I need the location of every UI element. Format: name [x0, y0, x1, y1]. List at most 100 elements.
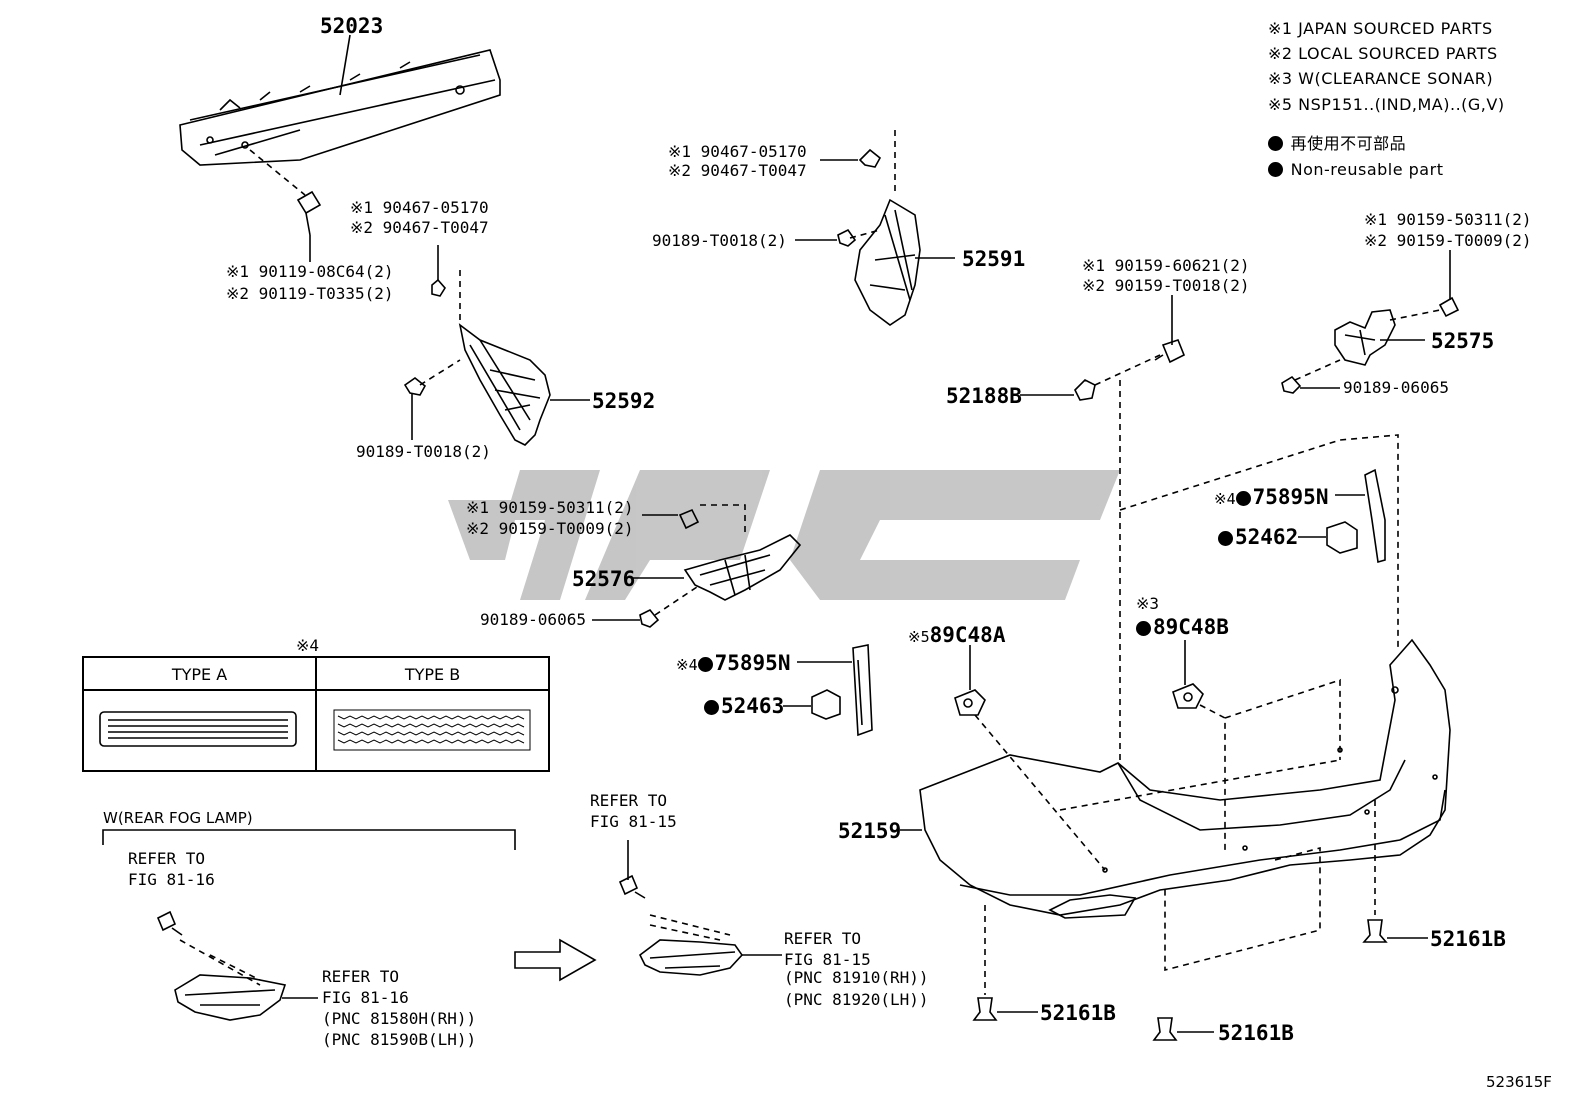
- fog-refer4-line2: FIG 81-15: [784, 950, 871, 969]
- fog-refer2-line1: REFER TO: [322, 967, 400, 986]
- label-89c48a: ※589C48A: [908, 623, 1005, 649]
- legend-nonreusable-jp-text: 再使用不可部品: [1290, 134, 1407, 153]
- fog-refer2-line3: (PNC 81580H(RH)): [322, 1009, 477, 1028]
- label-nut-r: 90189-T0018(2): [652, 231, 787, 250]
- fog-header: W(REAR FOG LAMP): [103, 809, 253, 827]
- label-89c48b: 89C48B: [1136, 615, 1229, 639]
- label-52161b-b: 52161B: [1040, 1001, 1116, 1025]
- leader-screw-r: [1389, 309, 1441, 321]
- label-52161b-c: 52161B: [1218, 1021, 1294, 1045]
- nonreusable-dot-icon: [704, 700, 719, 715]
- label-52462-code: 52462: [1235, 525, 1299, 549]
- label-52463: 52463: [704, 694, 784, 718]
- label-89c48a-note: ※5: [908, 628, 930, 646]
- note-nsp151: ※5 NSP151..(IND,MA)..(G,V): [1268, 95, 1505, 114]
- label-89c48b-code: 89C48B: [1153, 615, 1229, 639]
- label-bolt-a1: ※1 90119-08C64(2): [226, 262, 394, 281]
- label-bolt-a2: ※2 90119-T0335(2): [226, 284, 394, 303]
- label-89c48b-note: ※3: [1136, 594, 1160, 613]
- type-a-header: TYPE A: [84, 658, 315, 691]
- label-screw-r1: ※1 90159-50311(2): [1364, 210, 1532, 229]
- label-52161b-a: 52161B: [1430, 927, 1506, 951]
- screw-m-icon: [678, 508, 700, 530]
- label-75895n-left-code: 75895N: [714, 651, 791, 675]
- screw-r-icon: [1438, 296, 1460, 318]
- note-clearance-sonar: ※3 W(CLEARANCE SONAR): [1268, 69, 1494, 88]
- label-52591: 52591: [962, 247, 1026, 271]
- fog-refer1-line1: REFER TO: [128, 849, 206, 868]
- pad-52463-icon: [811, 689, 841, 720]
- reflector-right-icon: [1364, 468, 1386, 564]
- label-clip-l2: ※2 90467-T0047: [350, 218, 489, 237]
- label-nut-m: 90189-06065: [480, 610, 586, 629]
- fog-bolt-l-icon: [156, 910, 183, 936]
- label-75895n-right-note: ※4: [1214, 490, 1236, 508]
- nonreusable-dot-icon: [1235, 491, 1251, 506]
- type-a-louver: [99, 711, 297, 747]
- sonar-b-icon: [1172, 683, 1204, 709]
- leader-sonar-a: [974, 714, 1106, 871]
- type-b-mesh: [333, 709, 531, 751]
- leader-nut-r: [849, 229, 881, 239]
- type-table-divider: [315, 658, 317, 770]
- reflector-left-icon: [852, 644, 873, 737]
- sonar-a-icon: [954, 689, 986, 716]
- arrow-right-icon: [514, 938, 597, 982]
- label-clip-l1: ※1 90467-05170: [350, 198, 489, 217]
- legend-nonreusable-en: Non-reusable part: [1268, 157, 1443, 182]
- bracket-52576: [683, 534, 802, 601]
- legend-nonreusable-en-text: Non-reusable part: [1290, 160, 1444, 179]
- label-52576: 52576: [572, 567, 636, 591]
- fog-lamp-l-icon: [174, 974, 287, 1021]
- label-52023: 52023: [320, 14, 384, 38]
- label-52575: 52575: [1431, 329, 1495, 353]
- label-75895n-left-note: ※4: [676, 656, 698, 674]
- bracket-52591: [854, 198, 921, 326]
- label-screw-c1: ※1 90159-60621(2): [1082, 256, 1250, 275]
- fog-bolt-r-icon: [618, 874, 646, 899]
- nut-m-icon: [639, 608, 660, 628]
- fog-refer2-line4: (PNC 81590B(LH)): [322, 1030, 477, 1049]
- reinforcement-52023: [179, 34, 501, 166]
- label-clip-r1: ※1 90467-05170: [668, 142, 807, 161]
- clip-52161b-icon: [972, 919, 1388, 1041]
- label-52463-code: 52463: [721, 694, 785, 718]
- legend-nonreusable-jp: 再使用不可部品: [1268, 131, 1406, 156]
- nut-l-icon: [403, 377, 427, 396]
- retainer-52188b-icon: [1074, 379, 1096, 401]
- type-table-marker: ※4: [296, 636, 320, 655]
- label-nut-b: 90189-06065: [1343, 378, 1449, 397]
- label-52462: 52462: [1218, 525, 1298, 549]
- note-japan-sourced: ※1 JAPAN SOURCED PARTS: [1268, 19, 1493, 38]
- label-52592: 52592: [592, 389, 656, 413]
- fog-refer3-line2: FIG 81-15: [590, 812, 677, 831]
- label-52159: 52159: [838, 819, 902, 843]
- screw-c-icon: [1154, 339, 1186, 364]
- nut-r-icon: [837, 228, 857, 247]
- fog-lamp-r-icon: [638, 939, 744, 976]
- nonreusable-dot-icon: [1218, 531, 1233, 546]
- leader-nut-l: [419, 359, 461, 386]
- type-table: TYPE A TYPE B: [82, 656, 550, 772]
- label-nut-l: 90189-T0018(2): [356, 442, 491, 461]
- watermark-logo: [448, 470, 1120, 600]
- footer-code: 523615F: [1486, 1073, 1552, 1091]
- clip-r-icon: [858, 148, 882, 168]
- nonreusable-dot-icon: [697, 657, 713, 672]
- fog-bracket-line: [102, 829, 516, 850]
- leader-nut-m: [654, 584, 701, 616]
- clip-l-icon: [431, 278, 446, 297]
- bracket-52592: [458, 323, 551, 446]
- label-52188b: 52188B: [946, 384, 1022, 408]
- nonreusable-dot-icon: [1136, 621, 1151, 636]
- leader-nut-b: [1294, 359, 1341, 381]
- label-screw-m2: ※2 90159-T0009(2): [466, 519, 634, 538]
- fog-refer4-line3: (PNC 81910(RH)): [784, 968, 929, 987]
- fog-refer3-line1: REFER TO: [590, 791, 668, 810]
- pad-52462-icon: [1326, 521, 1358, 554]
- label-screw-m1: ※1 90159-50311(2): [466, 498, 634, 517]
- bumper-cover-52159: [919, 638, 1451, 919]
- fog-refer4-line1: REFER TO: [784, 929, 862, 948]
